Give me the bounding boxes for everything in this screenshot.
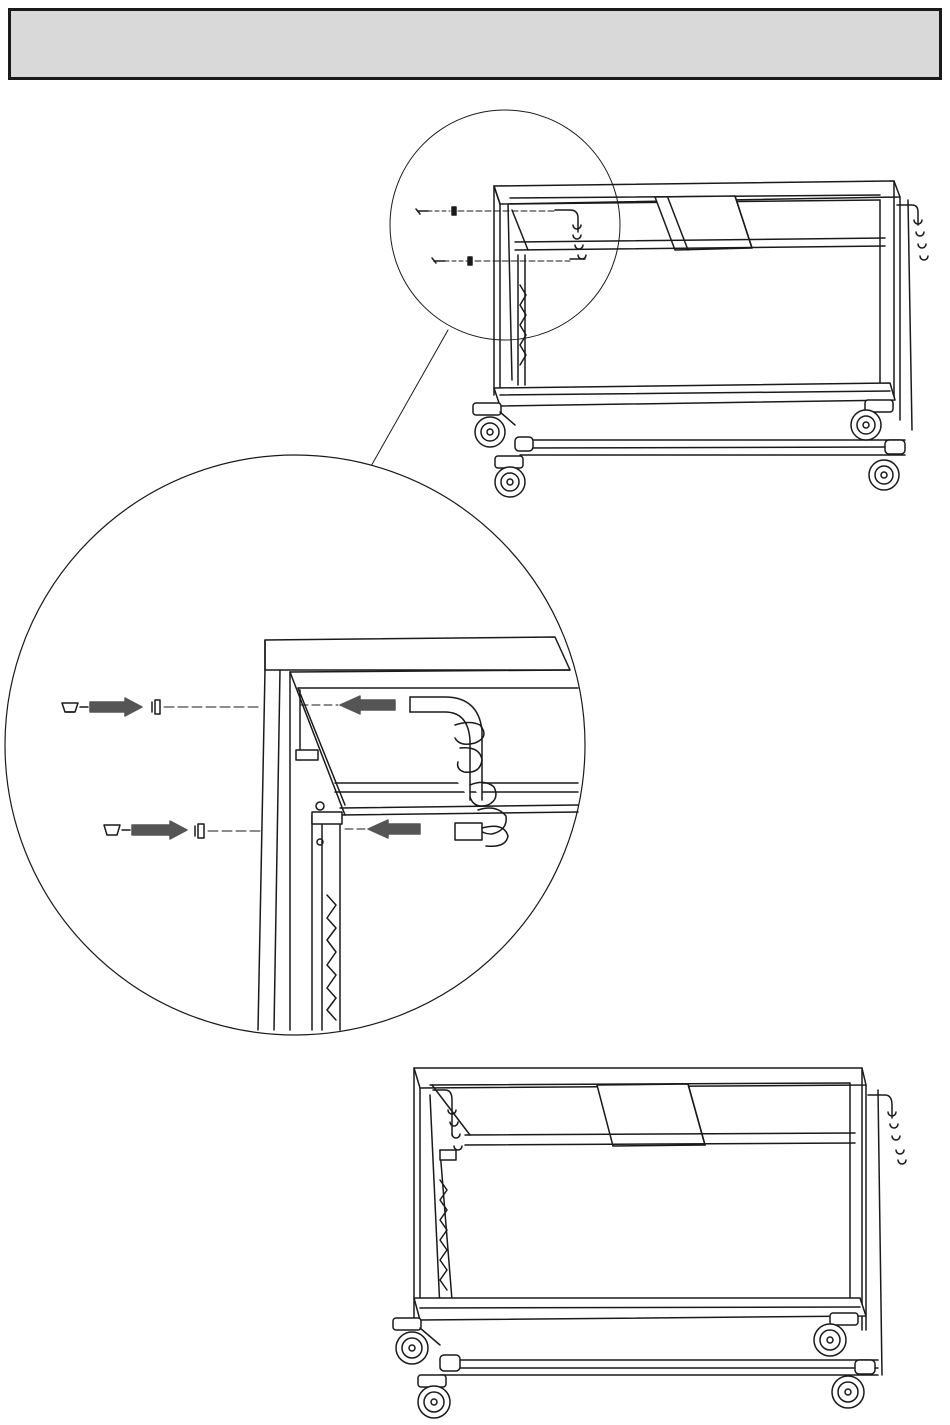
caster-front-left-b bbox=[393, 1318, 440, 1364]
caster-rear-left-b bbox=[418, 1355, 460, 1418]
screw-small-lower bbox=[432, 257, 570, 265]
callout-leader-line bbox=[370, 330, 448, 468]
caster-rear-left bbox=[495, 437, 533, 497]
detail-callout bbox=[5, 455, 585, 1035]
screw-small-upper bbox=[416, 207, 555, 215]
callout-circle-small bbox=[390, 110, 620, 340]
caster-front-right bbox=[851, 400, 893, 440]
caster-front-right-b bbox=[814, 1313, 858, 1356]
cart-overview-bottom bbox=[393, 1068, 906, 1418]
caster-rear-right-b bbox=[832, 1360, 875, 1408]
callout-circle-large bbox=[5, 455, 585, 1035]
caster-front-left bbox=[473, 403, 515, 447]
